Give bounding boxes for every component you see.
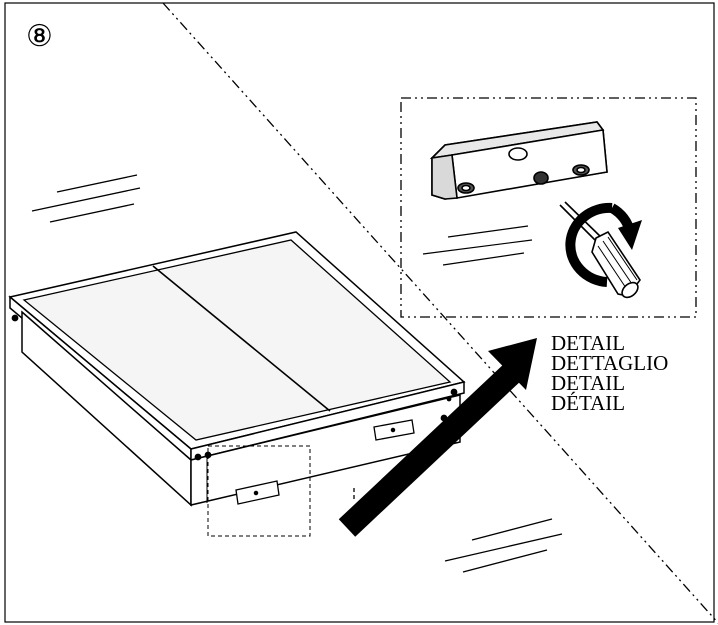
detail-inset-border <box>400 97 697 318</box>
detail-label-fr: DÉTAIL <box>551 391 626 415</box>
text-lines-bottom <box>444 518 563 573</box>
inset-text-lines <box>422 225 533 266</box>
panel-unit <box>8 231 466 507</box>
detail-inset <box>400 97 697 318</box>
detail-label-de: DETAIL <box>551 371 626 395</box>
outer-border <box>4 2 715 623</box>
detail-arrow-icon <box>338 338 537 537</box>
panel-center-seam <box>152 265 331 412</box>
panel-front-edge <box>190 381 465 461</box>
detail-label-en: DETAIL <box>551 331 626 355</box>
detail-label-group: DETAIL DETTAGLIO DETAIL DÉTAIL <box>551 331 669 415</box>
panel-top-inner <box>22 239 452 441</box>
box-front-side <box>190 394 461 506</box>
text-lines-left <box>31 174 141 223</box>
rotation-arrow-icon <box>565 202 642 287</box>
bracket-highlight-box <box>207 445 311 537</box>
step-number: ⑧ <box>26 19 53 54</box>
diagonal-cut-line <box>162 2 718 624</box>
bracket-detail <box>429 121 608 200</box>
detail-label-it: DETTAGLIO <box>551 351 669 375</box>
